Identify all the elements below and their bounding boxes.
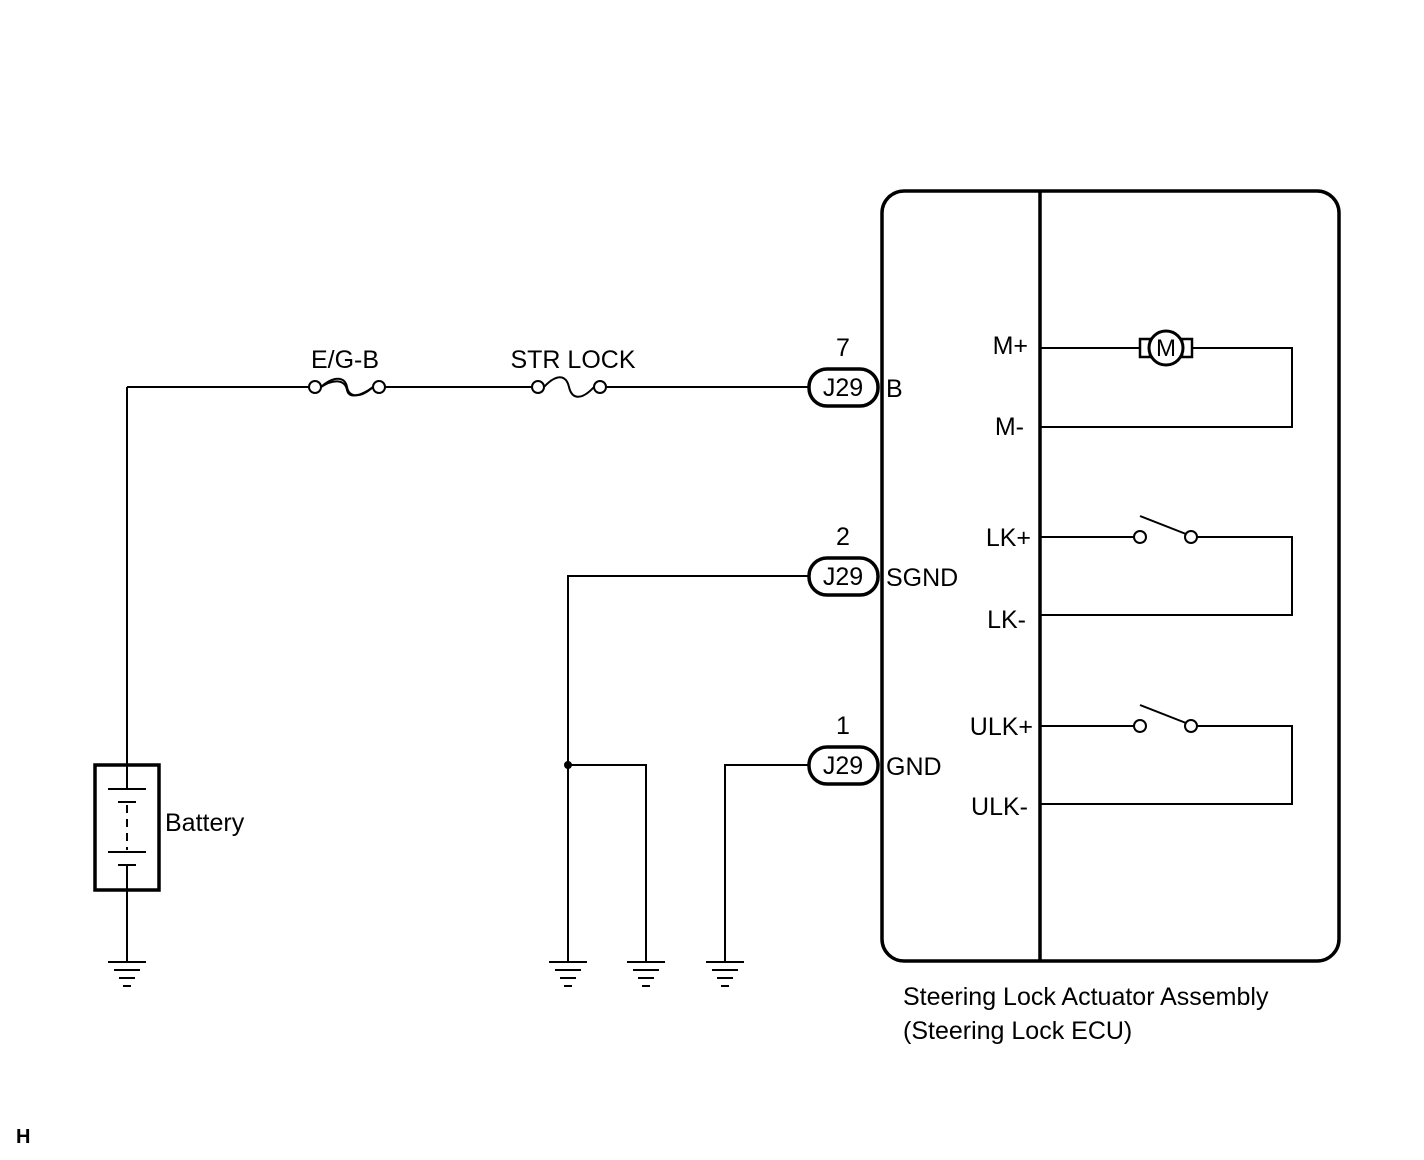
motor-circuit: M xyxy=(1040,329,1293,428)
sgnd-wire xyxy=(567,575,810,962)
switch-lever xyxy=(1139,704,1187,724)
connector-pin-number: 7 xyxy=(836,334,850,362)
connector-j29-pin1: J29 1 GND xyxy=(807,712,942,786)
fuse-terminal xyxy=(593,380,607,394)
corner-mark: H xyxy=(16,1126,30,1148)
fuse-element xyxy=(543,376,595,398)
fuse-terminal xyxy=(531,380,545,394)
lk-switch-circuit xyxy=(1040,515,1293,616)
connector-code: J29 xyxy=(823,374,863,402)
terminal-m-plus: M+ xyxy=(993,332,1028,360)
fuse-str-lock: STR LOCK xyxy=(510,346,636,398)
connector-outline xyxy=(807,745,880,786)
connector-outline xyxy=(807,367,880,408)
battery: Battery xyxy=(93,763,245,962)
terminal-label: GND xyxy=(886,753,942,781)
connector-code: J29 xyxy=(823,752,863,780)
switch-contact xyxy=(1184,530,1198,544)
connector-j29-pin2: J29 2 SGND xyxy=(807,523,958,597)
switch-contact xyxy=(1133,530,1147,544)
fuse-label: E/G-B xyxy=(311,346,379,374)
switch-lever xyxy=(1139,515,1187,535)
ulk-return-wire xyxy=(1040,725,1293,805)
motor-return-wire xyxy=(1040,347,1293,428)
terminal-m-minus: M- xyxy=(995,413,1024,441)
ground-symbol xyxy=(549,961,587,987)
power-circuit: E/G-B STR LOCK xyxy=(126,346,810,765)
lk-return-wire xyxy=(1040,536,1293,616)
connector-code: J29 xyxy=(823,563,863,591)
ecu-name-line1: Steering Lock Actuator Assembly xyxy=(903,983,1269,1011)
ground-symbol xyxy=(627,961,665,987)
switch-contact xyxy=(1184,719,1198,733)
sgnd-branch-wire xyxy=(568,764,647,962)
fuse-element xyxy=(320,380,374,397)
ground-symbol xyxy=(706,961,744,987)
connector-pin-number: 2 xyxy=(836,523,850,551)
sgnd-circuit xyxy=(564,575,810,962)
ecu-name-line2: (Steering Lock ECU) xyxy=(903,1017,1132,1045)
motor-symbol: M xyxy=(1156,335,1176,362)
connector-j29-pin7: J29 7 B xyxy=(807,334,903,408)
connector-outline xyxy=(807,556,880,597)
terminal-ulk-minus: ULK- xyxy=(971,793,1028,821)
motor-icon xyxy=(1147,329,1185,367)
ground-symbol xyxy=(108,961,146,987)
connector-pin-number: 1 xyxy=(836,712,850,740)
battery-label: Battery xyxy=(165,809,245,837)
ecu-outline xyxy=(880,189,1341,963)
switch-contact xyxy=(1133,719,1147,733)
terminal-ulk-plus: ULK+ xyxy=(970,713,1033,741)
terminal-lk-minus: LK- xyxy=(987,606,1026,634)
fuse-terminal xyxy=(372,380,386,394)
terminal-label: SGND xyxy=(886,564,958,592)
terminal-label: B xyxy=(886,375,903,403)
ulk-switch-circuit xyxy=(1040,704,1293,805)
fuse-terminal xyxy=(308,380,322,394)
terminal-lk-plus: LK+ xyxy=(986,524,1031,552)
fuse-eg-b: E/G-B xyxy=(308,346,386,397)
fuse-label: STR LOCK xyxy=(510,346,635,374)
ecu-assembly xyxy=(880,189,1341,963)
gnd-wire xyxy=(724,764,810,962)
